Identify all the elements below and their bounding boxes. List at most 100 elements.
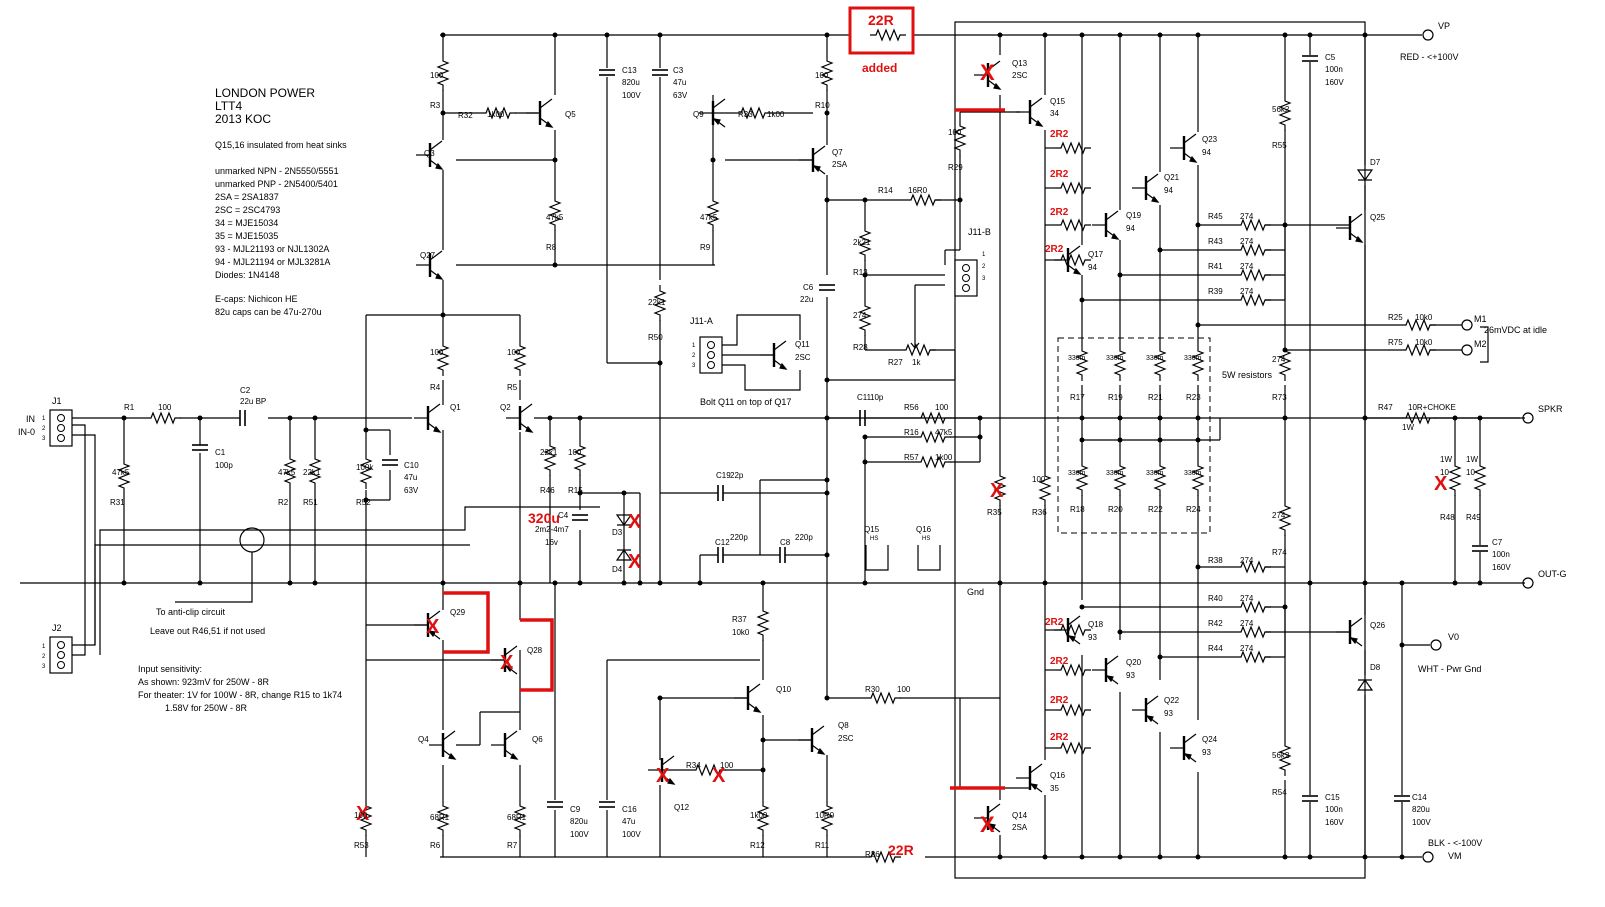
svg-text:C2: C2 <box>240 386 251 395</box>
svg-text:J2: J2 <box>52 623 62 633</box>
svg-text:34: 34 <box>1050 109 1059 118</box>
svg-text:274: 274 <box>853 311 867 320</box>
svg-text:100p: 100p <box>215 461 233 470</box>
svg-text:10: 10 <box>1440 468 1449 477</box>
svg-text:Q22: Q22 <box>1164 696 1180 705</box>
svg-text:220p: 220p <box>730 533 748 542</box>
svg-text:R45: R45 <box>1208 212 1223 221</box>
svg-text:10k0: 10k0 <box>1415 313 1433 322</box>
svg-text:100: 100 <box>720 761 734 770</box>
red-text: 22R added 22R 320u 2R2 2R2 2R2 2R2 2R2 2… <box>356 12 1448 858</box>
svg-text:100: 100 <box>507 348 521 357</box>
svg-text:As shown: 923mV for 250W - 8R: As shown: 923mV for 250W - 8R <box>138 677 270 687</box>
svg-text:VM: VM <box>1448 851 1462 861</box>
svg-text:Q14: Q14 <box>1012 811 1028 820</box>
svg-text:2k21: 2k21 <box>853 238 871 247</box>
svg-text:D4: D4 <box>612 565 623 574</box>
svg-text:22R: 22R <box>888 842 914 858</box>
svg-text:100: 100 <box>935 403 949 412</box>
svg-text:R55: R55 <box>1272 141 1287 150</box>
svg-text:C8: C8 <box>780 538 791 547</box>
title-block: LONDON POWER LTT4 2013 KOC Q15,16 insula… <box>215 86 347 317</box>
svg-text:Q15: Q15 <box>864 525 880 534</box>
sensitivity-notes: Input sensitivity: As shown: 923mV for 2… <box>138 325 1547 713</box>
svg-text:R11: R11 <box>815 841 830 850</box>
title-line1: LONDON POWER <box>215 86 315 100</box>
svg-text:160V: 160V <box>1325 818 1344 827</box>
svg-text:100n: 100n <box>1325 805 1343 814</box>
svg-text:IN: IN <box>26 414 35 424</box>
svg-text:100V: 100V <box>622 830 641 839</box>
svg-text:100k: 100k <box>356 463 374 472</box>
svg-text:93: 93 <box>1088 633 1097 642</box>
svg-text:220p: 220p <box>795 533 813 542</box>
svg-text:22R: 22R <box>868 12 894 28</box>
svg-text:For theater: 1V for 100W - 8R,: For theater: 1V for 100W - 8R, change R1… <box>138 690 342 700</box>
svg-text:Input sensitivity:: Input sensitivity: <box>138 664 202 674</box>
svg-text:C7: C7 <box>1492 538 1503 547</box>
svg-text:Q5: Q5 <box>565 110 576 119</box>
5w-resistor-box <box>1057 337 1211 534</box>
svg-text:2: 2 <box>42 426 46 432</box>
svg-text:1: 1 <box>42 644 46 650</box>
svg-text:R16: R16 <box>904 428 919 437</box>
svg-text:C10: C10 <box>404 461 419 470</box>
svg-text:330m: 330m <box>1184 470 1202 477</box>
svg-text:Q13: Q13 <box>1012 59 1028 68</box>
svg-text:94: 94 <box>1088 263 1097 272</box>
svg-text:Q25: Q25 <box>1370 213 1386 222</box>
svg-text:94: 94 <box>1202 148 1211 157</box>
svg-text:D8: D8 <box>1370 663 1381 672</box>
svg-text:1: 1 <box>42 416 46 422</box>
svg-text:C14: C14 <box>1412 793 1427 802</box>
svg-text:C12: C12 <box>715 538 730 547</box>
svg-text:Q28: Q28 <box>527 646 543 655</box>
svg-text:330m: 330m <box>1146 470 1164 477</box>
svg-text:R49: R49 <box>1466 513 1481 522</box>
svg-text:3: 3 <box>982 276 986 282</box>
svg-text:47k5: 47k5 <box>700 213 718 222</box>
svg-text:R18: R18 <box>1070 505 1085 514</box>
svg-text:R24: R24 <box>1186 505 1201 514</box>
svg-text:X: X <box>1434 473 1448 495</box>
svg-text:2R2: 2R2 <box>1045 244 1064 255</box>
svg-text:R4: R4 <box>430 383 441 392</box>
added-resistor-box <box>848 6 915 55</box>
svg-text:R13: R13 <box>853 268 868 277</box>
svg-text:R25: R25 <box>1388 313 1403 322</box>
svg-text:R43: R43 <box>1208 237 1223 246</box>
pot-wiper <box>910 340 920 349</box>
svg-text:Q27: Q27 <box>420 251 436 260</box>
heatsink-symbols <box>865 545 941 571</box>
svg-text:100: 100 <box>897 685 911 694</box>
svg-text:R34: R34 <box>686 761 701 770</box>
svg-text:Q18: Q18 <box>1088 620 1104 629</box>
svg-text:47k5: 47k5 <box>112 468 130 477</box>
svg-text:100n: 100n <box>1325 65 1343 74</box>
svg-text:22k1: 22k1 <box>540 448 558 457</box>
svg-text:J11-A: J11-A <box>690 316 713 326</box>
svg-text:100: 100 <box>1032 475 1046 484</box>
svg-text:Q20: Q20 <box>1126 658 1142 667</box>
svg-text:C16: C16 <box>622 805 637 814</box>
svg-text:R41: R41 <box>1208 262 1223 271</box>
svg-text:Q10: Q10 <box>776 685 792 694</box>
svg-text:R33: R33 <box>738 110 753 119</box>
svg-text:R74: R74 <box>1272 548 1287 557</box>
svg-text:47u: 47u <box>404 473 417 482</box>
svg-text:M1: M1 <box>1474 314 1487 324</box>
junction-dots <box>121 32 1483 860</box>
svg-text:820u: 820u <box>570 817 588 826</box>
svg-text:93: 93 <box>1202 748 1211 757</box>
svg-text:100: 100 <box>158 403 172 412</box>
svg-text:RED - <+100V: RED - <+100V <box>1400 52 1459 62</box>
svg-text:X: X <box>500 652 514 674</box>
svg-text:WHT - Pwr Gnd: WHT - Pwr Gnd <box>1418 664 1481 674</box>
svg-text:R52: R52 <box>356 498 371 507</box>
part-note: 34 = MJE15034 <box>215 218 278 228</box>
svg-text:47k5: 47k5 <box>278 468 296 477</box>
svg-text:X: X <box>628 511 642 533</box>
svg-text:C15: C15 <box>1325 793 1340 802</box>
svg-text:274: 274 <box>1240 237 1254 246</box>
svg-text:R5: R5 <box>507 383 518 392</box>
